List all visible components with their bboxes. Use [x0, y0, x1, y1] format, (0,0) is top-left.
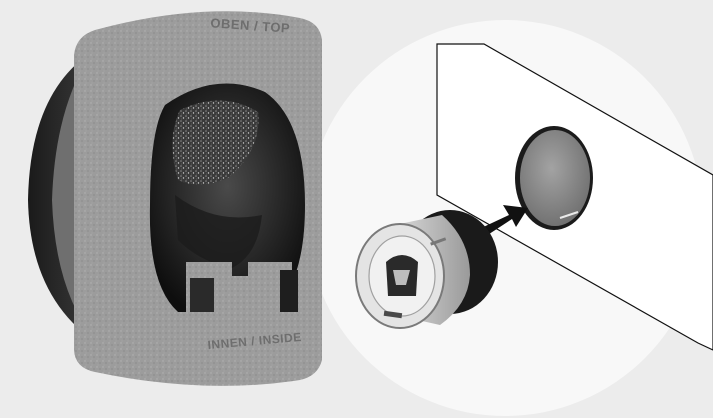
grommet-channel-left [190, 278, 214, 312]
wall-hole [520, 130, 590, 226]
foam-grommet: OBEN / TOP INNEN / INSIDE [28, 11, 322, 386]
grommet-channel-right [280, 270, 298, 312]
